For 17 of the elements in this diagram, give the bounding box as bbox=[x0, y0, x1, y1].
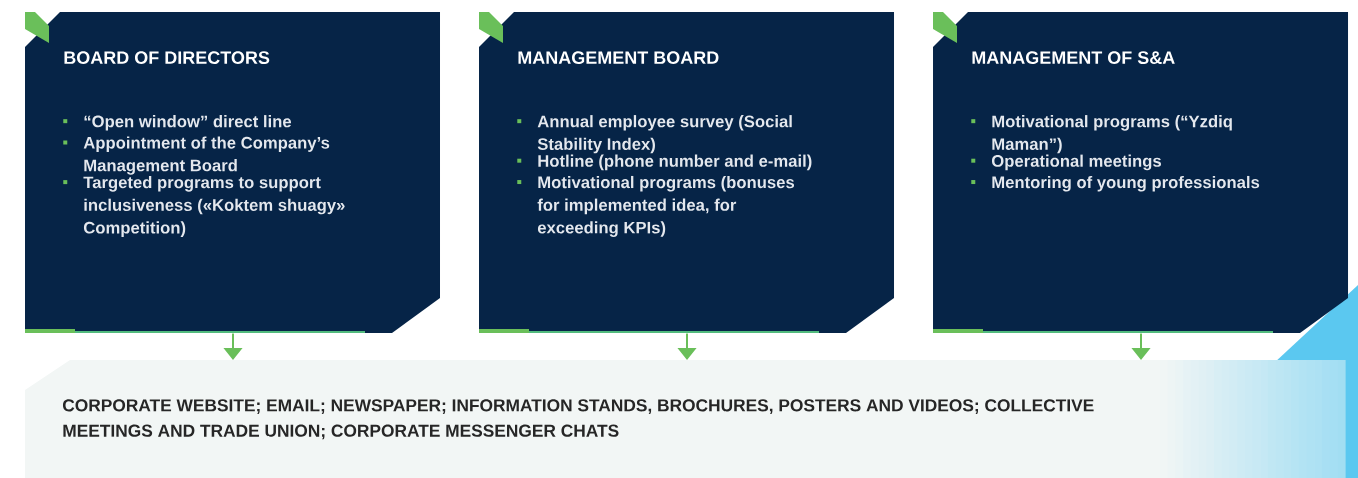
box-heading: MANAGEMENT OF S&A bbox=[972, 51, 1175, 64]
box-heading: MANAGEMENT BOARD bbox=[518, 51, 719, 64]
info-panel bbox=[25, 12, 440, 333]
channel-list: CORPORATE WEBSITE; EMAIL; NEWSPAPER; INFORMATION STANDS, BROCHURES, POSTERS AND VIDEOS; COLLECTIVE MEETINGS AND TRADE UNION; CORPORATE MESSENGER CHATS bbox=[63, 399, 1094, 440]
bullet-item: Annual employee survey (Social Stability Index) bbox=[517, 115, 792, 154]
bullet-item: Motivational programs (bonuses for implemented idea, for exceeding KPIs) bbox=[517, 175, 795, 237]
bullet-item: “Open window” direct line bbox=[63, 115, 292, 131]
bullet-item: Targeted programs to support inclusiveness («Koktem shuagy» Competition) bbox=[63, 176, 345, 237]
channels-band bbox=[25, 360, 1346, 478]
bullet-item: Motivational programs (“Yzdiq Maman”) bbox=[971, 115, 1232, 154]
bullet-item: Operational meetings bbox=[971, 154, 1161, 171]
bullet-item: Hotline (phone number and e-mail) bbox=[517, 154, 812, 171]
info-panel bbox=[479, 12, 894, 333]
bullet-item: Appointment of the Company’s Management Board bbox=[63, 136, 330, 175]
bullet-item: Mentoring of young professionals bbox=[971, 175, 1260, 192]
box-heading: BOARD OF DIRECTORS bbox=[64, 51, 270, 64]
info-panel bbox=[933, 12, 1348, 333]
